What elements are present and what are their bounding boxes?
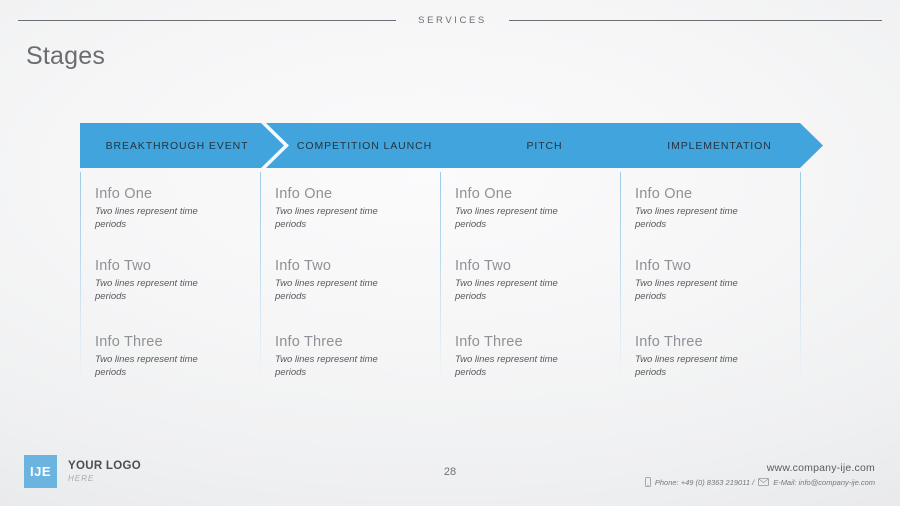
info-body: Two lines represent time periods: [275, 354, 378, 378]
stage-chevron-1[interactable]: BREAKTHROUGH EVENT: [80, 123, 284, 168]
info-title: Info One: [635, 186, 693, 202]
stage-chevron-label-1: BREAKTHROUGH EVENT: [105, 139, 249, 152]
info-body: Two lines represent time periods: [95, 354, 198, 378]
info-title: Info One: [455, 186, 513, 202]
info-block: Info One Two lines represent time period…: [635, 186, 795, 232]
info-block: Info Three Two lines represent time peri…: [275, 334, 435, 380]
info-body: Two lines represent time periods: [455, 206, 558, 230]
info-title: Info Three: [455, 334, 523, 350]
info-block: Info One Two lines represent time period…: [95, 186, 255, 232]
page-number: 28: [443, 466, 457, 478]
envelope-icon: [758, 478, 770, 486]
info-title: Info One: [95, 186, 153, 202]
info-body: Two lines represent time periods: [635, 354, 738, 378]
slide-header: SERVICES: [0, 11, 900, 29]
info-block: Info Three Two lines represent time peri…: [455, 334, 615, 380]
info-title: Info One: [275, 186, 333, 202]
stage-chevron-2[interactable]: COMPETITION LAUNCH: [266, 123, 473, 168]
info-body: Two lines represent time periods: [635, 278, 738, 302]
stage-column-1: Info One Two lines represent time period…: [80, 172, 260, 387]
mobile-phone-icon: [644, 477, 651, 487]
info-block: Info Three Two lines represent time peri…: [95, 334, 255, 380]
info-block: Info Two Two lines represent time period…: [275, 258, 435, 304]
header-rule-right: [508, 19, 882, 21]
stage-chevron-4[interactable]: IMPLEMENTATION: [626, 123, 823, 168]
footer-logo: IJE YOUR LOGO HERE: [24, 455, 141, 488]
footer-contact: www.company-ije.com Phone: +49 (0) 8363 …: [644, 462, 875, 487]
info-body: Two lines represent time periods: [275, 206, 378, 230]
info-block: Info Two Two lines represent time period…: [455, 258, 615, 304]
stage-column-3: Info One Two lines represent time period…: [440, 172, 620, 387]
info-title: Info Two: [95, 258, 152, 274]
info-title: Info Three: [635, 334, 703, 350]
email-text: E-Mail: info@company-ije.com: [773, 477, 875, 487]
logo-sub-text: HERE: [68, 473, 95, 483]
stage-column-2: Info One Two lines represent time period…: [260, 172, 440, 387]
info-title: Info Two: [275, 258, 332, 274]
info-body: Two lines represent time periods: [95, 278, 198, 302]
stage-chevron-band: BREAKTHROUGH EVENT COMPETITION LAUNCH PI…: [80, 123, 823, 168]
page-title: Stages: [26, 42, 106, 70]
stage-chevron-label-4: IMPLEMENTATION: [667, 139, 772, 152]
header-eyebrow: SERVICES: [418, 14, 487, 26]
info-body: Two lines represent time periods: [275, 278, 378, 302]
header-rule-left: [18, 19, 397, 21]
stage-columns: Info One Two lines represent time period…: [80, 172, 823, 387]
info-body: Two lines represent time periods: [95, 206, 198, 230]
info-block: Info Two Two lines represent time period…: [635, 258, 795, 304]
info-title: Info Three: [275, 334, 343, 350]
info-title: Info Three: [95, 334, 163, 350]
info-block: Info Three Two lines represent time peri…: [635, 334, 795, 380]
stage-chevron-3[interactable]: PITCH: [446, 123, 653, 168]
stage-column-4: Info One Two lines represent time period…: [620, 172, 800, 387]
info-body: Two lines represent time periods: [455, 354, 558, 378]
logo-main-text: YOUR LOGO: [68, 460, 141, 473]
stage-chevron-label-2: COMPETITION LAUNCH: [296, 139, 433, 152]
logo-mark: IJE: [24, 455, 57, 488]
info-block: Info One Two lines represent time period…: [275, 186, 435, 232]
contact-details: Phone: +49 (0) 8363 219011 / E-Mail: inf…: [644, 477, 875, 487]
info-title: Info Two: [455, 258, 512, 274]
logo-text: YOUR LOGO HERE: [68, 460, 141, 482]
column-divider-end: [800, 172, 801, 385]
website-text[interactable]: www.company-ije.com: [766, 462, 875, 474]
info-body: Two lines represent time periods: [455, 278, 558, 302]
info-block: Info Two Two lines represent time period…: [95, 258, 255, 304]
info-title: Info Two: [635, 258, 692, 274]
info-block: Info One Two lines represent time period…: [455, 186, 615, 232]
stage-chevron-label-3: PITCH: [526, 139, 563, 152]
phone-text: Phone: +49 (0) 8363 219011 /: [654, 477, 755, 487]
info-body: Two lines represent time periods: [635, 206, 738, 230]
